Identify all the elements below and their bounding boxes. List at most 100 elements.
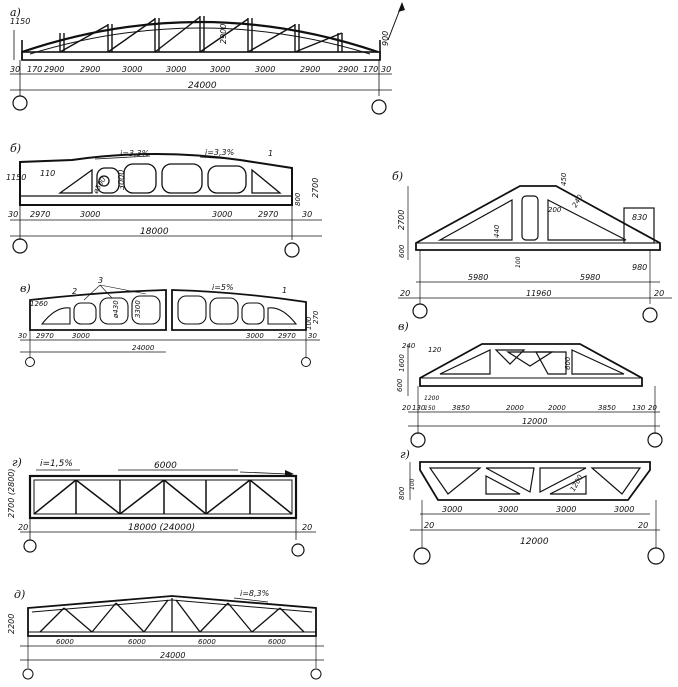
panel-g-parallel-chord-truss: г) i=1,5% 6000 2700 (2800) 20 20 18000 (…: [7, 456, 316, 557]
panel-b2-height-6: 100: [515, 256, 522, 268]
span-label: 6000: [56, 638, 74, 646]
panel-b2-height-7: 600: [398, 244, 406, 258]
panel-v-height-4: 100: [305, 316, 313, 330]
panel-b2-height-4: 200: [548, 206, 562, 214]
panel-b-left-axis-circle: [12, 238, 28, 254]
panel-a-arrowhead: [398, 2, 405, 12]
span-label: 2970: [278, 332, 296, 340]
span-label: 2900: [44, 65, 64, 74]
panel-b2-total: 11960: [526, 289, 551, 298]
panel-g2-left-offset: 20: [424, 521, 434, 530]
panel-g-total: 18000 (24000): [128, 523, 195, 533]
panel-v-right-axis-circle: [301, 357, 311, 367]
panel-g-left-axis-circle: [23, 539, 37, 553]
span-label: 3000: [122, 65, 142, 74]
span-label: 3000: [72, 332, 90, 340]
span-label: 3000: [556, 505, 576, 514]
panel-v-total: 24000: [132, 344, 155, 352]
span-label: 3000: [442, 505, 462, 514]
panel-b-right-axis-circle: [284, 242, 300, 258]
panel-b2-right-offset: 20: [654, 289, 664, 298]
panel-b2-openings: [437, 195, 655, 244]
panel-v2-left-offset: 20: [402, 404, 411, 412]
panel-g2-outline: [419, 461, 651, 501]
panel-b2-height-1: 2700: [397, 210, 406, 230]
panel-b2-label: б): [392, 170, 403, 183]
panel-a-span-labels: 170 2900 2900 3000 3000 3000 3000 2900 2…: [27, 65, 378, 74]
panel-g2-openings: [428, 467, 642, 495]
panel-b2-height-5: 440: [493, 224, 501, 238]
panel-v-left-half: [29, 289, 167, 331]
panel-v-right-half: [171, 289, 307, 331]
leader-line: [99, 284, 147, 295]
panel-b2-right-dim: 830: [632, 213, 647, 222]
span-label: 3000: [166, 65, 186, 74]
panel-b2-right-axis-circle: [642, 307, 658, 323]
panel-g2-flat-truss: г) 800 100 1200 3000 3000 3000 3000 20 2…: [398, 448, 665, 565]
panel-a-right-offset: 30: [381, 65, 391, 74]
leader-line: [83, 284, 101, 301]
panel-a-height-3: 900: [381, 31, 390, 46]
panel-a-height-1: 1150: [10, 17, 30, 26]
panel-v2-trapezoid-truss: в) 240 1600 120 600 1200 150 600 20 20 1…: [396, 320, 663, 448]
panel-d-web: [39, 598, 305, 633]
panel-g-label: г): [12, 456, 22, 469]
panel-v2-height-2: 1600: [398, 354, 406, 372]
panel-d-slope: i=8,3%: [240, 589, 269, 598]
span-label: 170: [363, 65, 378, 74]
span-label: 3000: [210, 65, 230, 74]
panel-v2-height-6: 150: [424, 405, 436, 412]
panel-b-outline: [19, 153, 293, 206]
panel-v2-left-axis-circle: [410, 432, 426, 448]
panel-v-label: в): [20, 282, 31, 295]
span-label: 3000: [255, 65, 275, 74]
panel-g-arrowhead: [285, 470, 294, 477]
panel-v2-total: 12000: [522, 417, 547, 426]
panel-b2-height-2: 450: [560, 172, 568, 186]
span-label: 2970: [36, 332, 54, 340]
panel-v2-openings: [439, 349, 625, 375]
span-label: 2970: [258, 210, 278, 219]
panel-b-height-1: 1150: [6, 173, 26, 182]
span-label: 2970: [30, 210, 50, 219]
panel-g2-height-2: 100: [409, 478, 416, 490]
panel-v2-label: в): [398, 320, 409, 333]
panel-g-inner: [33, 479, 293, 515]
panel-b-height-2: 110: [40, 169, 55, 178]
span-label: 3000: [498, 505, 518, 514]
panel-b-right-offset: 30: [302, 210, 312, 219]
panel-a-right-axis-circle: [371, 99, 387, 115]
panel-g-right-offset: 20: [302, 523, 312, 532]
panel-g-outline: [28, 474, 298, 520]
panel-v2-height-4: 600: [396, 378, 404, 392]
panel-v-callout: 3: [98, 276, 103, 285]
panel-v-callout: 1: [282, 286, 287, 295]
span-label: 5980: [580, 273, 600, 282]
panel-a-height-2: 2900: [219, 24, 228, 44]
span-label: 3850: [452, 404, 470, 412]
panel-v2-end-dim: 130: [412, 404, 426, 412]
panel-b-height-4: 3000: [117, 170, 126, 190]
panel-b-slope-left: i=3,3%: [120, 149, 149, 158]
panel-v-callout: 2: [72, 287, 77, 296]
panel-a-total: 24000: [188, 81, 217, 91]
span-label: 2900: [80, 65, 100, 74]
panel-v2-height-7: 600: [564, 356, 572, 370]
slope-arrow: [199, 156, 246, 161]
panel-d-total: 24000: [160, 651, 185, 660]
panel-v2-height-3: 120: [428, 346, 442, 354]
panel-v-slope: i=5%: [212, 283, 234, 292]
panel-g2-height-1: 800: [398, 486, 406, 500]
span-label: 6000: [268, 638, 286, 646]
panel-a-bottom-chord: [21, 51, 381, 61]
panel-g2-right-axis-circle: [647, 547, 665, 565]
panel-g-right-axis-circle: [291, 543, 305, 557]
panel-b-callout: 1: [268, 149, 273, 158]
panel-v2-right-offset: 20: [648, 404, 657, 412]
panel-d-left-axis-circle: [22, 668, 34, 680]
panel-v-right-offset: 30: [308, 332, 317, 340]
panel-v2-height-1: 240: [402, 342, 416, 350]
panel-v-left-offset: 30: [18, 332, 27, 340]
panel-b-total: 18000: [140, 227, 169, 237]
